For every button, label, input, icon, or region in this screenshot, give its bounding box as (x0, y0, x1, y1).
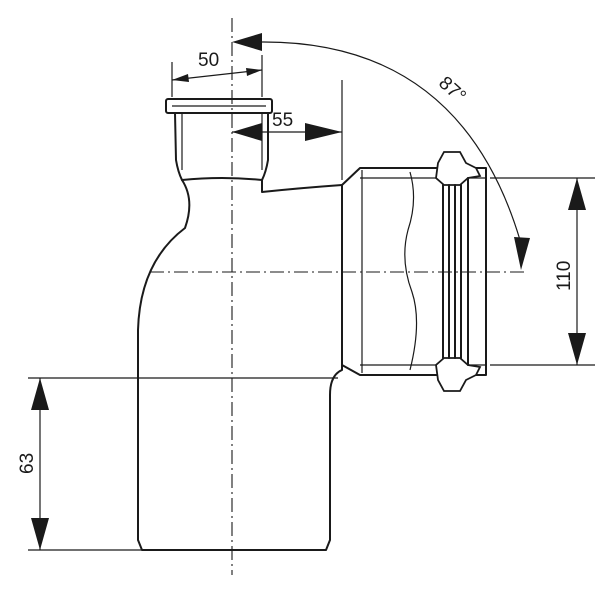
dim-50-label: 50 (198, 50, 219, 71)
break-line (404, 171, 418, 371)
dim-110-label: 110 (554, 261, 575, 291)
dim-63-arrow-bottom (31, 518, 49, 550)
dim-110-arrow-bottom (568, 333, 586, 365)
fitting-body-outline (137, 179, 343, 551)
seal-ring-top (435, 151, 482, 186)
dim-50-arrow-right (246, 68, 262, 76)
angle-arrow-bottom (514, 237, 530, 270)
dim-55-label: 55 (272, 110, 293, 131)
dim-55-arrow-left (232, 123, 262, 141)
dim-110-arrow-top (568, 178, 586, 210)
angle-arc (259, 41, 521, 241)
angle-arrow-top (232, 33, 262, 51)
dim-63-label: 63 (17, 453, 38, 474)
outlet-socket (341, 167, 487, 376)
dim-55-arrow-right (305, 123, 342, 141)
seal-ring-bottom (435, 357, 482, 392)
dim-50-arrow-left (172, 74, 189, 82)
dim-63-arrow-top (31, 378, 49, 410)
branch-pipe (174, 112, 269, 181)
branch-socket-ring (165, 98, 273, 114)
